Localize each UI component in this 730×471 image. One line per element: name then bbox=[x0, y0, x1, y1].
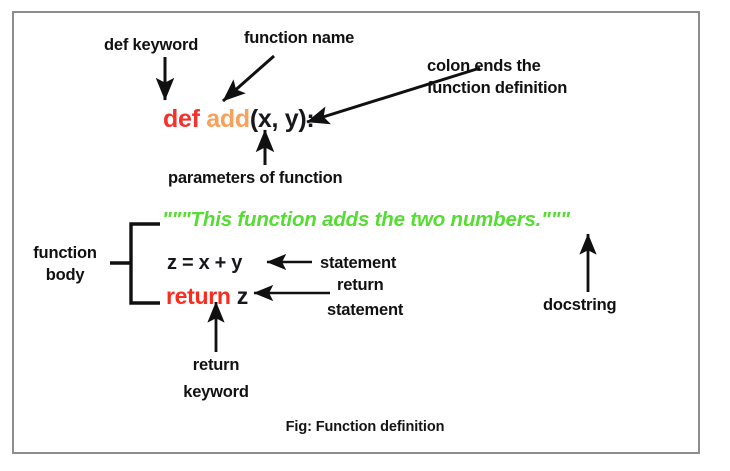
figure-caption: Fig: Function definition bbox=[285, 419, 445, 435]
figure-border bbox=[12, 11, 700, 454]
code-token-params-colon: (x, y): bbox=[249, 105, 315, 133]
label-return-statement-line2: statement bbox=[327, 301, 404, 319]
label-colon-ends-line1: colon ends the bbox=[427, 57, 541, 75]
label-colon-ends-line2: function definition bbox=[427, 79, 568, 97]
label-return-statement-line1: return bbox=[337, 276, 384, 294]
code-line-return: return z bbox=[166, 283, 248, 310]
label-function-body-line1: function bbox=[33, 244, 97, 262]
label-parameters-of-function: parameters of function bbox=[168, 169, 343, 187]
label-statement: statement bbox=[320, 254, 397, 272]
code-line-docstring: """This function adds the two numbers.""… bbox=[162, 208, 570, 231]
code-token-function-name: add bbox=[206, 105, 250, 133]
code-token-return-keyword: return bbox=[166, 283, 231, 309]
label-return-keyword-line2: keyword bbox=[183, 383, 249, 401]
label-return-keyword-line1: return bbox=[192, 356, 240, 374]
label-docstring: docstring bbox=[543, 296, 617, 314]
code-token-return-variable: z bbox=[230, 283, 249, 309]
code-token-def-keyword: def bbox=[163, 105, 200, 133]
code-line-signature: def add(x, y): bbox=[163, 105, 315, 134]
code-line-statement: z = x + y bbox=[167, 252, 243, 274]
label-function-body-line2: body bbox=[45, 266, 85, 284]
label-def-keyword: def keyword bbox=[104, 36, 199, 54]
label-function-name: function name bbox=[244, 29, 355, 47]
